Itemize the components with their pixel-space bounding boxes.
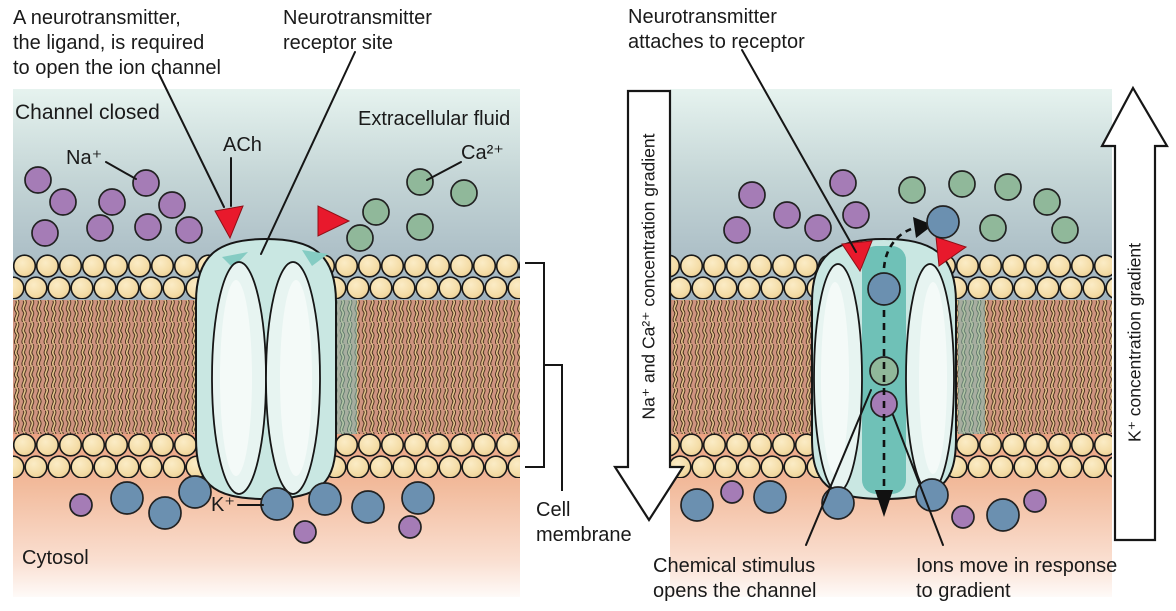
calcium-ion (362, 198, 390, 226)
calcium-label: Ca²⁺ (461, 142, 504, 164)
calcium-ion (1051, 216, 1079, 244)
potassium-ion-escaped (926, 205, 960, 239)
cell-membrane-label: Cell membrane (536, 499, 632, 546)
ligand-note-line2: the ligand, is required (13, 32, 205, 54)
leader-lines (105, 49, 944, 546)
receptor-site-label: Neurotransmitter receptor site (283, 7, 432, 54)
down-gradient-arrow-label: Na⁺ and Ca²⁺ concentration gradient (638, 133, 659, 420)
sodium-ion (158, 191, 186, 219)
potassium-ion-exiting (867, 272, 901, 306)
ion-flow-arrowhead-up (913, 217, 933, 238)
sodium-label: Na⁺ (66, 147, 103, 169)
sodium-ion (720, 480, 744, 504)
right-panel (670, 89, 1112, 597)
sodium-ion (175, 216, 203, 244)
potassium-ion (260, 487, 294, 521)
gradient-arrow-down (612, 89, 686, 523)
sodium-ion (49, 188, 77, 216)
sodium-ion (69, 493, 93, 517)
sodium-label-line (105, 161, 137, 180)
cell-membrane-bracket (525, 262, 563, 491)
sodium-ion (1023, 489, 1047, 513)
sodium-ion (804, 214, 832, 242)
calcium-ion (898, 176, 926, 204)
receptor-site-notch (222, 252, 248, 268)
calcium-ion (1033, 188, 1061, 216)
ligand-note-line3: to open the ion channel (13, 57, 221, 79)
ions-move-label: Ions move in response to gradient (916, 555, 1118, 602)
potassium-ion (308, 482, 342, 516)
calcium-ion (994, 173, 1022, 201)
sodium-ion (738, 181, 766, 209)
potassium-ion (986, 498, 1020, 532)
potassium-ion (680, 488, 714, 522)
potassium-label: K⁺ (211, 494, 235, 516)
sodium-ion (773, 201, 801, 229)
attach-note-line (741, 49, 857, 253)
ion-flow-arrowhead-down (875, 490, 893, 517)
potassium-ion (821, 486, 855, 520)
ligand-note: A neurotransmitter, the ligand, is requi… (13, 6, 221, 81)
ion-channel-closed (195, 237, 337, 501)
calcium-ion (948, 170, 976, 198)
potassium-ion (915, 478, 949, 512)
sodium-ion (86, 214, 114, 242)
calcium-ion (450, 179, 478, 207)
sodium-ion (951, 505, 975, 529)
potassium-ion (110, 481, 144, 515)
potassium-ion (753, 480, 787, 514)
channel-closed-label: Channel closed (15, 101, 160, 124)
sodium-ion (24, 166, 52, 194)
calcium-ion-entering (869, 356, 899, 386)
potassium-ion (148, 496, 182, 530)
ach-molecule-bound (935, 236, 968, 267)
cytosol-label: Cytosol (22, 547, 89, 569)
ligand-note-line (158, 73, 225, 208)
calcium-ion (406, 168, 434, 196)
receptor-site-line (260, 51, 356, 255)
sodium-ion (98, 188, 126, 216)
channel-halo (958, 300, 985, 434)
sodium-ion (132, 169, 160, 197)
ions-move-line (892, 414, 944, 546)
sodium-ion (723, 216, 751, 244)
up-gradient-arrow-label: K⁺ concentration gradient (1124, 243, 1145, 442)
potassium-ion (178, 475, 212, 509)
sodium-ion (134, 213, 162, 241)
potassium-ion (351, 490, 385, 524)
calcium-ion (346, 224, 374, 252)
ligand-note-line1: A neurotransmitter, (13, 7, 181, 29)
sodium-ion (842, 201, 870, 229)
calcium-ion (406, 213, 434, 241)
ach-molecule (317, 205, 351, 237)
ach-molecule (214, 205, 244, 240)
ion-flow-arrow-up (882, 226, 915, 269)
chemical-stimulus-line (805, 389, 872, 546)
sodium-ion (31, 219, 59, 247)
ach-molecule-bound (841, 240, 873, 273)
potassium-ion (401, 481, 435, 515)
gradient-arrow-up (1100, 85, 1169, 542)
sodium-ion (398, 515, 422, 539)
left-panel (13, 89, 520, 597)
attach-note-label: Neurotransmitter attaches to receptor (628, 6, 805, 53)
receptor-site-notch (302, 250, 328, 266)
extracellular-fluid-label: Extracellular fluid (358, 108, 511, 130)
chemical-stimulus-label: Chemical stimulus opens the channel (653, 555, 817, 602)
calcium-ion (979, 214, 1007, 242)
ach-label: ACh (223, 134, 262, 156)
calcium-label-line (426, 161, 462, 181)
sodium-ion (829, 169, 857, 197)
sodium-ion (293, 520, 317, 544)
